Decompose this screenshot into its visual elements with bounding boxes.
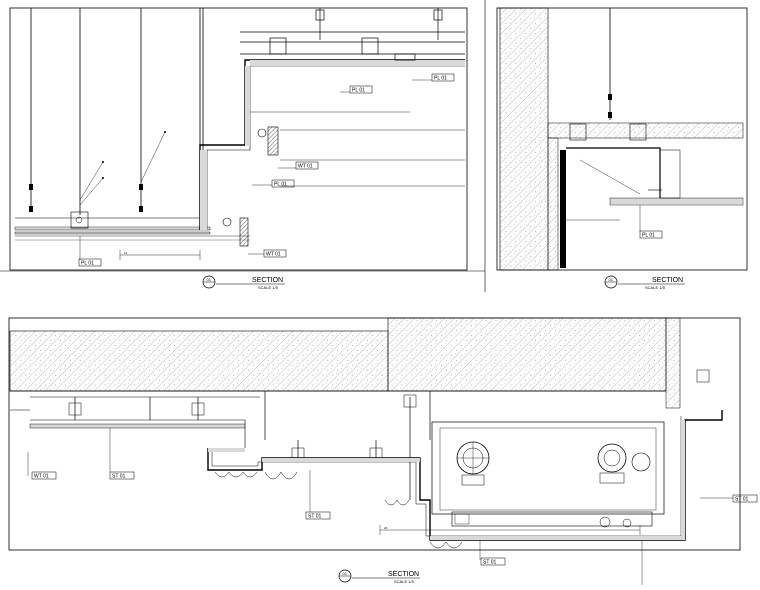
panel-bottom: WT 01 ST 01 ST 01 ST 01 ST 01 20 [8,317,758,585]
rod-nuts [29,184,143,212]
section-title-left: SECTION [252,277,283,284]
tag-wt01-bottom: WT 01 [27,452,57,480]
concrete-ceiling-right [387,317,667,392]
tag-st01-b: ST 01 [305,470,331,520]
tag-wt01-a-text: WT 01 [298,164,313,170]
pipe-details [222,126,279,247]
fan-unit-a [456,441,490,486]
upper-hangers [240,8,465,61]
tag-wt01-a: WT 01 [278,161,319,170]
title-block-left: 01 SECTION SCALE 1/5 [202,275,285,290]
dimension-value-a: 12 [124,251,128,255]
panel-top-left-frame [9,7,468,271]
soffit-profile [199,59,465,230]
tag-pl01-b-text: PL 01 [434,76,447,82]
hanger-rods-bottom [74,391,431,500]
tag-wt01-b: WT 01 [248,249,287,258]
section-title-right: SECTION [652,277,683,284]
guide-lines [250,111,465,187]
leader-lines-left [79,131,166,206]
tag-pl01-c-text: PL 01 [274,182,287,188]
bubble-number-right: 01 [609,277,614,282]
tag-pl01-a-text: PL 01 [352,88,365,94]
leader-dots [102,131,166,179]
tag-wt01-b-text: WT 01 [266,252,281,258]
tag-st01-a: ST 01 [109,428,135,480]
tag-pl01-right: PL 01 [639,205,663,239]
panel-edge-black [560,150,566,268]
dimension-line-bottom [379,525,643,585]
tag-pl01-b: PL 01 [412,73,455,82]
tag-st01-c: ST 01 [700,494,758,503]
fan-unit-b [597,443,651,484]
bolt-icon [75,216,83,224]
tag-st01-d: ST 01 [479,540,506,566]
tag-pl01-c: PL 01 [252,179,295,188]
concrete-wall [499,7,549,271]
title-block-right: 01 SECTION SCALE 1/5 [604,275,685,290]
section-scale-right: SCALE 1/5 [645,285,666,290]
panel-top-left: PL 01 PL 01 WT 01 PL 01 WT 01 PL 01 [0,7,485,290]
scalloped-lights [214,471,463,549]
tag-pl01-right-text: PL 01 [642,233,655,239]
tag-st01-a-text: ST 01 [112,474,125,480]
bubble-number-left: 01 [207,277,212,282]
panel-top-right-frame [496,7,748,271]
tag-pl01-a: PL 01 [340,85,373,94]
bracket-clip [70,211,89,229]
soffit-profile-bottom [207,410,723,541]
dimension-line-left [119,250,201,260]
tag-st01-c-text: ST 01 [735,497,748,503]
tag-st01-b-text: ST 01 [308,514,321,520]
tag-pl01-d-text: PL 01 [81,261,94,267]
tag-pl01-d: PL 01 [78,236,102,267]
panel-bottom-frame [8,317,741,551]
hanger-rods-left [30,8,204,215]
panel-top-right: PL 01 01 SECTION SCALE 1/5 [484,0,748,292]
ceiling-board-left [14,217,250,241]
tag-wt01-bottom-text: WT 01 [34,474,49,480]
title-block-bottom: 01 SECTION SCALE 1/5 [338,569,420,584]
section-title-bottom: SECTION [388,571,419,578]
concrete-slab [547,122,744,139]
section-scale-left: SCALE 1/5 [258,285,279,290]
mechanical-box [431,421,665,515]
section-scale-bottom: SCALE 1/5 [394,579,415,584]
concrete-ceiling-left [9,330,389,392]
dimension-value-b: 20 [384,526,388,530]
bubble-number-bottom: 01 [343,571,348,576]
tag-st01-d-text: ST 01 [483,560,496,566]
